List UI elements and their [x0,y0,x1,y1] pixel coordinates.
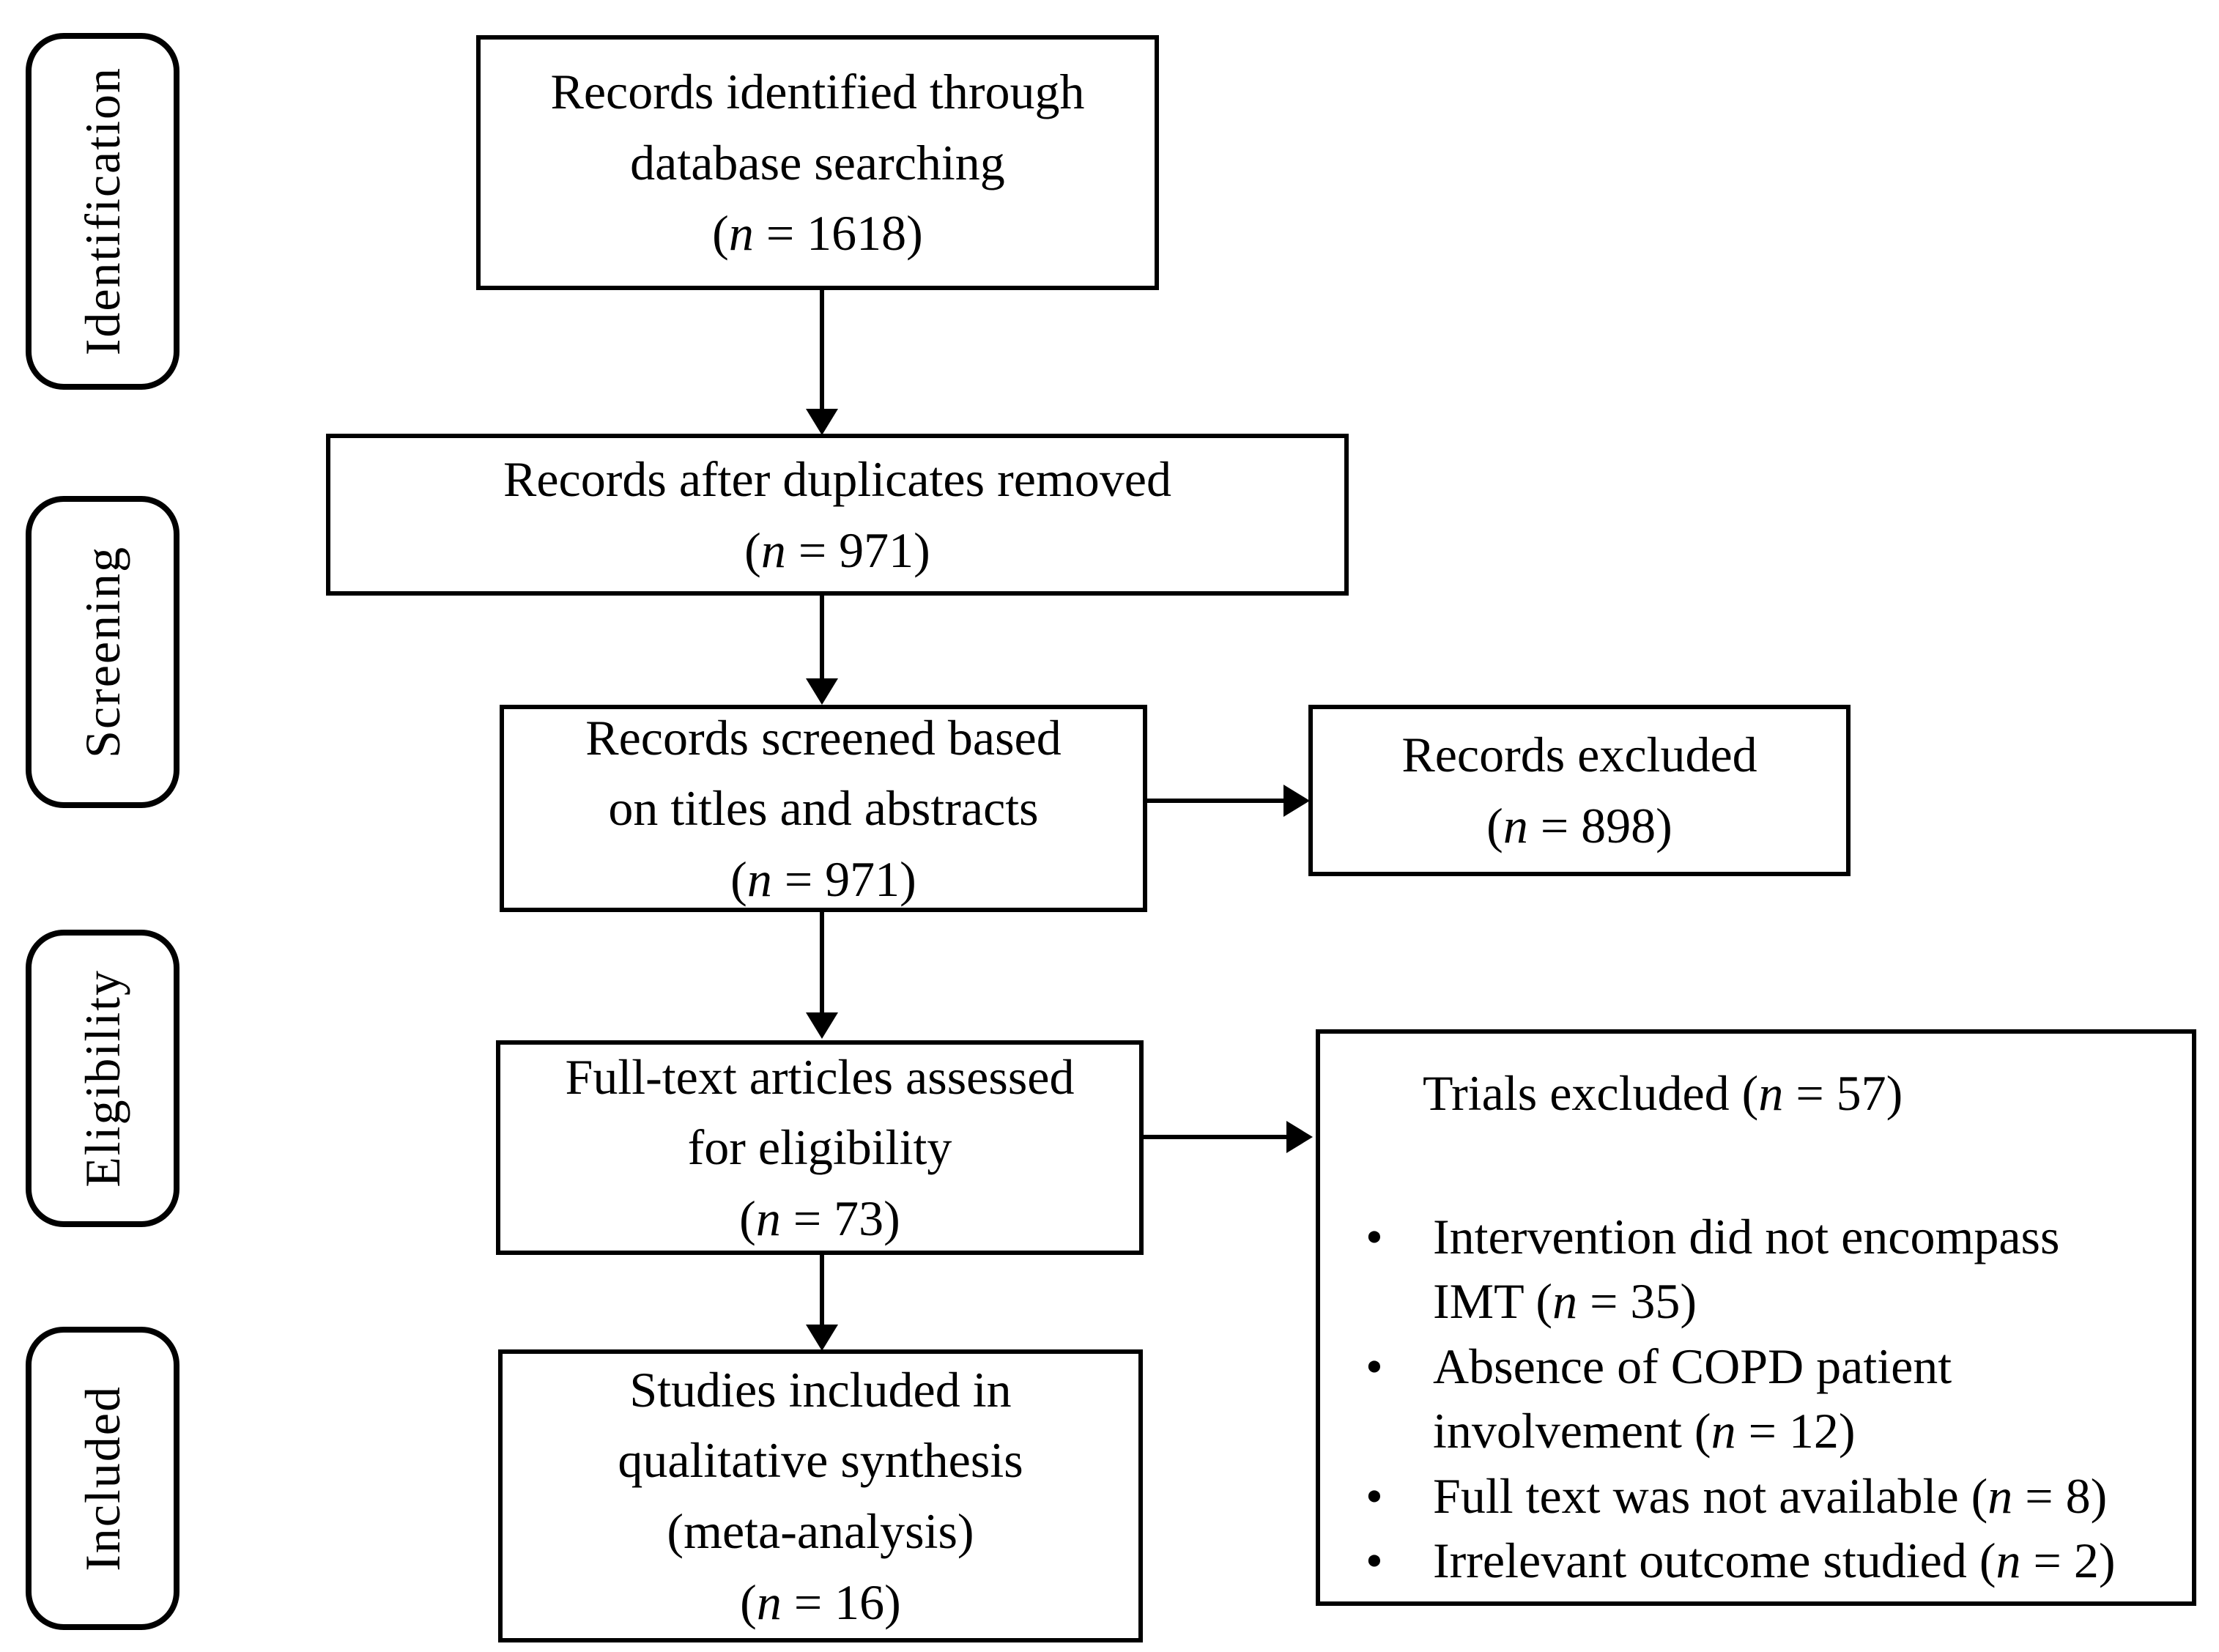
box-studies-included: Studies included in qualitative synthesi… [498,1349,1143,1642]
box-duplicates-removed-line1: Records after duplicates removed [503,451,1171,507]
arrow-head-duplicates-to-screened [806,678,838,705]
stage-label-screening: Screening [26,496,179,808]
stage-label-eligibility: Eligibility [26,930,179,1227]
bullet-icon: • [1366,1467,1383,1524]
box-records-screened-count: (n = 971) [730,851,916,907]
stage-label-identification: Identification [26,33,179,390]
stage-label-included: Included [26,1327,179,1630]
box-records-screened-line1: Records screened based [585,709,1062,766]
trials-excluded-item-copd: • Absence of COPD patient involvement (n… [1355,1334,2170,1464]
bullet-icon: • [1366,1338,1383,1394]
trials-excluded-item-imt: • Intervention did not encompass IMT (n … [1355,1204,2170,1334]
box-records-excluded-line1: Records excluded [1401,727,1757,783]
box-trials-excluded: Trials excluded (n = 57) • Intervention … [1316,1029,2196,1606]
box-records-excluded-count: (n = 898) [1486,798,1672,853]
box-records-excluded: Records excluded (n = 898) [1308,705,1851,876]
arrow-head-screened-to-excluded [1283,785,1310,817]
arrow-line-duplicates-to-screened [820,594,824,681]
arrow-line-fulltext-to-trials [1143,1135,1289,1139]
arrow-line-fulltext-to-included [820,1254,824,1327]
stage-label-included-text: Included [74,1385,130,1571]
arrow-head-screened-to-fulltext [806,1012,838,1039]
stage-label-eligibility-text: Eligibility [74,969,130,1188]
arrow-head-fulltext-to-included [806,1325,838,1351]
arrow-line-identified-to-duplicates [820,289,824,412]
box-duplicates-removed-count: (n = 971) [744,522,930,578]
arrow-head-fulltext-to-trials [1286,1121,1313,1153]
box-records-identified-line1: Records identified through [550,64,1085,120]
stage-label-screening-text: Screening [74,546,130,758]
arrow-line-screened-to-fulltext [820,911,824,1015]
arrow-head-identified-to-duplicates [806,409,838,435]
box-records-identified-count: (n = 1618) [712,205,923,262]
bullet-icon: • [1366,1209,1383,1264]
box-fulltext-assessed-count: (n = 73) [739,1190,900,1246]
box-records-identified-line2: database searching [630,134,1005,190]
box-studies-included-count: (n = 16) [740,1574,901,1630]
box-duplicates-removed: Records after duplicates removed (n = 97… [326,434,1349,596]
box-fulltext-assessed-line1: Full-text articles assessed [565,1048,1075,1105]
box-fulltext-assessed: Full-text articles assessed for eligibil… [496,1040,1144,1255]
arrow-line-screened-to-excluded [1146,799,1286,803]
trials-excluded-item-fulltext: • Full text was not available (n = 8) [1355,1464,2170,1528]
box-studies-included-line1: Studies included in [629,1361,1012,1418]
box-records-screened-line2: on titles and abstracts [608,780,1039,837]
box-records-screened: Records screened based on titles and abs… [500,705,1147,912]
stage-label-identification-text: Identification [74,67,130,356]
box-fulltext-assessed-line2: for eligibility [687,1119,952,1176]
box-records-identified: Records identified through database sear… [476,35,1159,290]
bullet-icon: • [1366,1532,1383,1588]
box-trials-excluded-heading: Trials excluded (n = 57) [1423,1065,1903,1121]
trials-excluded-item-outcome: • Irrelevant outcome studied (n = 2) [1355,1528,2170,1593]
box-studies-included-line2: qualitative synthesis [618,1432,1023,1489]
box-studies-included-line3: (meta-analysis) [667,1503,974,1559]
